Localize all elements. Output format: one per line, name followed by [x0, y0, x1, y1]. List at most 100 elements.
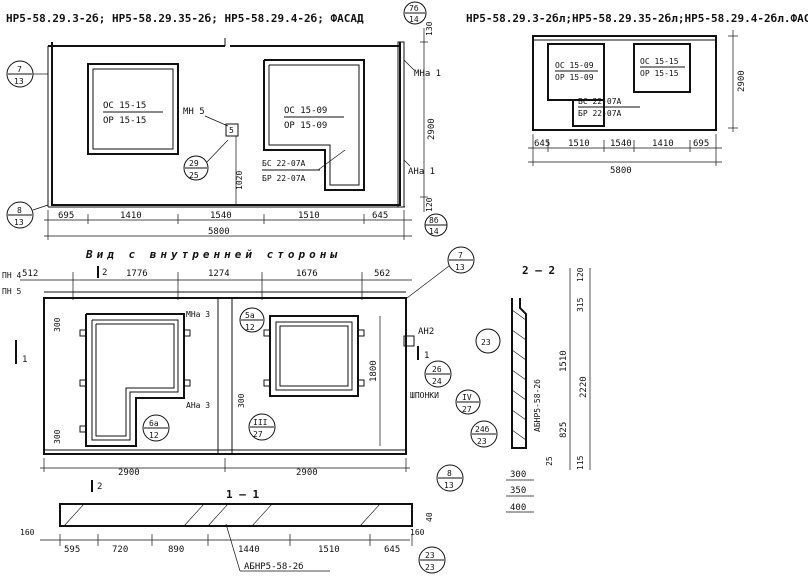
svg-text:2: 2 [102, 268, 107, 278]
svg-text:2220: 2220 [579, 376, 589, 398]
svg-text:2900: 2900 [296, 468, 318, 478]
svg-text:БР 22-07А: БР 22-07А [578, 109, 622, 118]
svg-text:25: 25 [189, 171, 199, 180]
svg-text:400: 400 [510, 503, 526, 513]
callout-den: 14 [409, 15, 419, 24]
svg-text:2900: 2900 [118, 468, 140, 478]
section-2-2-title: 2 — 2 [522, 264, 555, 277]
svg-text:29: 29 [189, 159, 199, 168]
svg-text:12: 12 [245, 323, 255, 332]
svg-text:14: 14 [429, 227, 439, 236]
svg-text:595: 595 [64, 545, 80, 555]
mna3-label: МНа 3 [186, 310, 210, 319]
svg-text:645: 645 [534, 139, 550, 149]
svg-text:БС 22-07А: БС 22-07А [578, 97, 622, 106]
window-right-label-top: ОС 15-09 [284, 106, 327, 116]
svg-text:120: 120 [425, 197, 434, 212]
svg-text:ОС 15-09: ОС 15-09 [555, 61, 594, 70]
svg-text:1410: 1410 [652, 139, 674, 149]
svg-text:5: 5 [229, 126, 234, 135]
svg-text:12: 12 [149, 431, 159, 440]
svg-text:1440: 1440 [238, 545, 260, 555]
svg-text:24б: 24б [475, 424, 490, 434]
svg-text:695: 695 [693, 139, 709, 149]
svg-text:1410: 1410 [120, 211, 142, 221]
svg-text:1800: 1800 [369, 360, 379, 382]
svg-text:890: 890 [168, 545, 184, 555]
inside-panel-outline [43, 297, 407, 455]
inside-window-left [85, 313, 185, 447]
svg-text:1510: 1510 [568, 139, 590, 149]
svg-text:130: 130 [425, 21, 434, 36]
svg-text:27: 27 [462, 405, 472, 414]
svg-text:645: 645 [372, 211, 388, 221]
svg-text:7: 7 [458, 251, 463, 260]
svg-text:23: 23 [425, 563, 435, 572]
section-1-1-title: 1 — 1 [226, 488, 259, 501]
window-left [87, 63, 179, 155]
svg-text:24: 24 [432, 377, 442, 386]
shponki-label: ШПОНКИ [410, 391, 439, 400]
window-left-label-top: ОС 15-15 [103, 101, 146, 111]
svg-text:350: 350 [510, 486, 526, 496]
svg-text:1510: 1510 [559, 350, 569, 372]
svg-text:27: 27 [253, 430, 263, 439]
svg-text:115: 115 [576, 455, 585, 470]
svg-text:8: 8 [17, 206, 22, 215]
facade-small-title: НР5-58.29.3-2бл;НР5-58.29.35-2бл;НР5-58.… [466, 12, 808, 25]
svg-text:160: 160 [20, 528, 35, 537]
svg-text:23: 23 [477, 437, 487, 446]
inside-window-right [269, 315, 359, 397]
pn5-label: ПН 5 [2, 287, 21, 296]
callout-circle [183, 155, 209, 181]
small-door [572, 100, 605, 127]
svg-text:23: 23 [481, 338, 491, 347]
svg-text:7: 7 [17, 65, 22, 74]
ana3-label: АНа 3 [186, 401, 210, 410]
svg-text:695: 695 [58, 211, 74, 221]
svg-text:1: 1 [424, 351, 429, 361]
svg-text:40: 40 [425, 512, 434, 522]
door-label-top: БС 22-07А [262, 159, 306, 168]
facade-small: НР5-58.29.3-2бл;НР5-58.29.35-2бл;НР5-58.… [466, 12, 808, 176]
svg-text:IV: IV [462, 393, 472, 402]
svg-text:1510: 1510 [298, 211, 320, 221]
callout-circle [403, 1, 427, 25]
svg-text:8б: 8б [429, 215, 439, 225]
svg-text:300: 300 [53, 429, 62, 444]
svg-text:13: 13 [455, 263, 465, 272]
svg-text:300: 300 [510, 470, 526, 480]
svg-text:ОР 15-09: ОР 15-09 [555, 73, 594, 82]
panel-outline [51, 42, 401, 206]
dim-door-height: 1020 [235, 171, 244, 190]
window-left-label-bottom: ОР 15-15 [103, 116, 146, 126]
svg-text:III: III [253, 418, 268, 427]
svg-text:825: 825 [559, 422, 569, 438]
window-door-right [263, 59, 365, 191]
svg-text:ОР 15-15: ОР 15-15 [640, 69, 679, 78]
svg-text:13: 13 [14, 77, 24, 86]
svg-text:2900: 2900 [737, 70, 747, 92]
inside-view: Вид с внутренней стороны 7 13 ПН 4 ПН 5 … [2, 246, 481, 492]
section-2-2-label: АБНР5-58-2б [532, 379, 542, 432]
svg-text:720: 720 [112, 545, 128, 555]
window-right-label-bottom: ОР 15-09 [284, 121, 327, 131]
svg-text:1676: 1676 [296, 269, 318, 279]
svg-text:8: 8 [447, 469, 452, 478]
svg-text:1510: 1510 [318, 545, 340, 555]
svg-text:300: 300 [53, 317, 62, 332]
inside-view-title: Вид с внутренней стороны [85, 248, 341, 261]
an2-label: АН2 [418, 327, 434, 337]
section-2-2-profile [511, 298, 527, 449]
svg-text:1: 1 [22, 355, 27, 365]
mna1-label: МНа 1 [414, 69, 441, 79]
section-1-1: 1 — 1 160 595 720 890 1440 1510 645 160 … [20, 488, 446, 574]
svg-text:120: 120 [576, 267, 585, 282]
svg-text:5а: 5а [245, 311, 255, 320]
door-label-bottom: БР 22-07А [262, 174, 306, 183]
small-window-right [633, 43, 691, 93]
section-1-1-profile [59, 503, 413, 527]
small-panel-outline [532, 35, 717, 131]
facade-main: НР5-58.29.3-2б; НР5-58.29.35-2б; НР5-58.… [6, 1, 448, 240]
